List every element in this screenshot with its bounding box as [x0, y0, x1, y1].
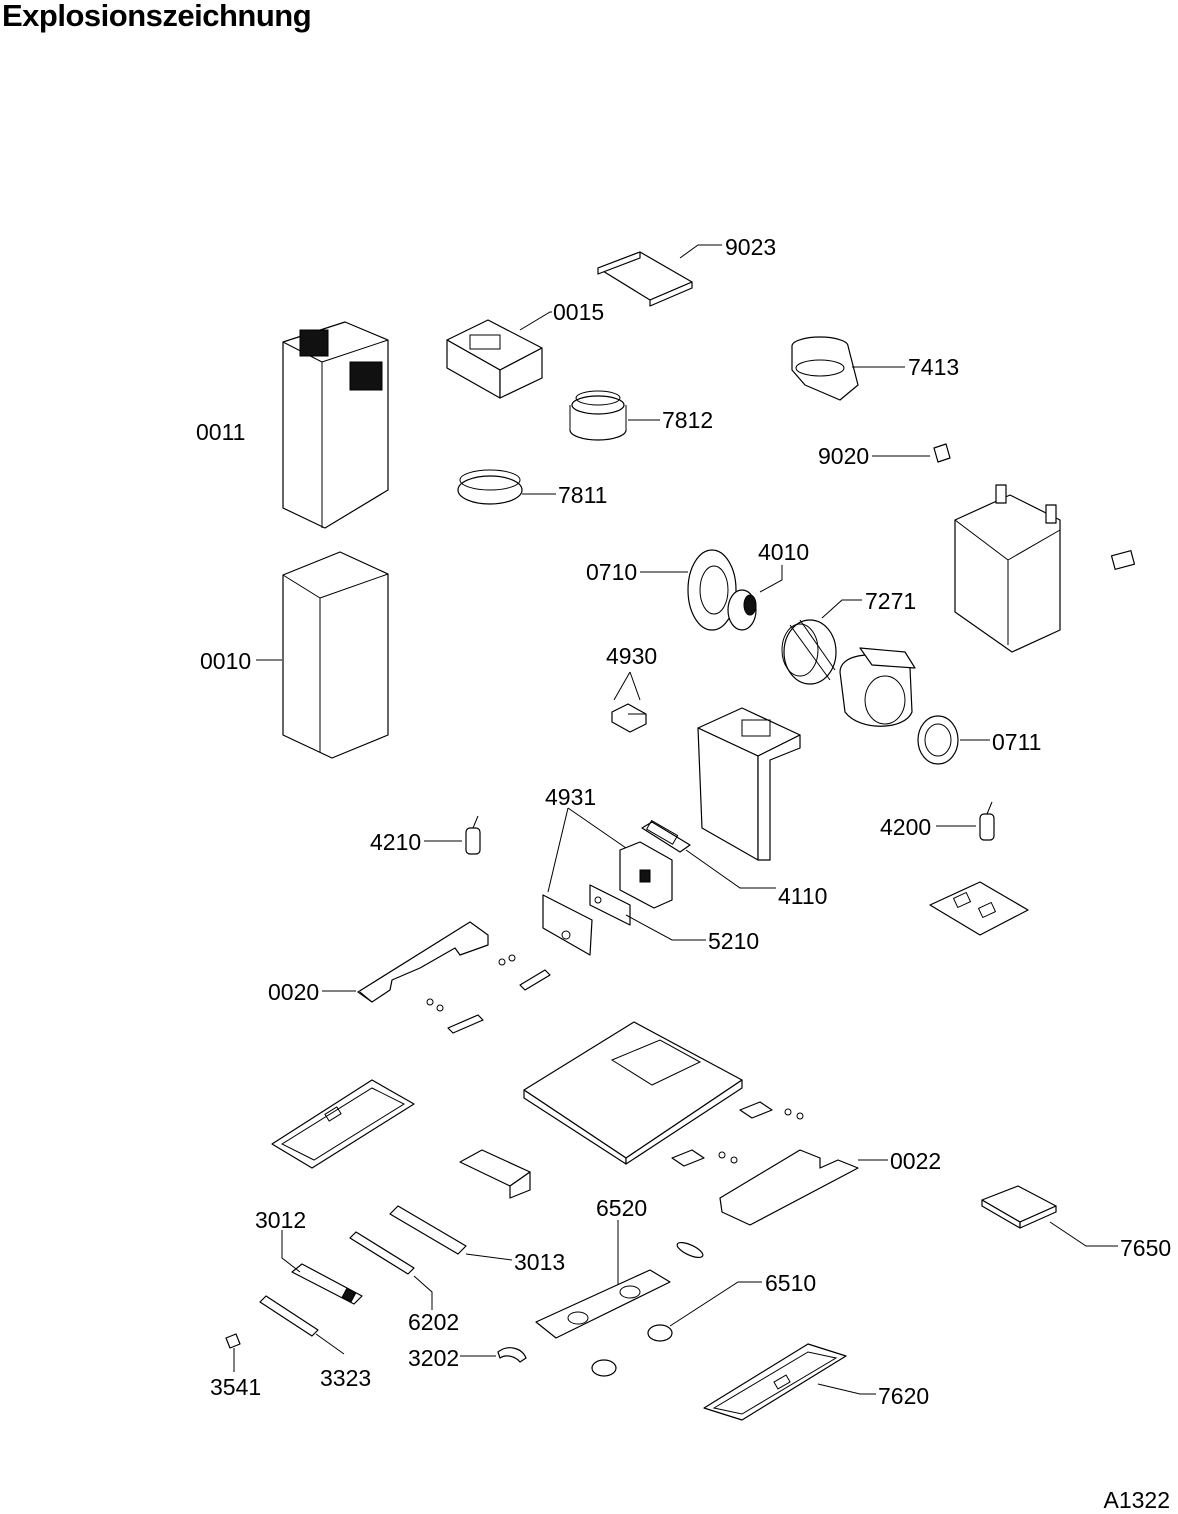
- label-4930: 4930: [606, 643, 657, 669]
- label-4931: 4931: [545, 784, 596, 810]
- drawing-reference: A1322: [1103, 1487, 1170, 1513]
- part-motor-bracket: [697, 707, 801, 861]
- leader-4931: [547, 807, 627, 893]
- part-4200-capacitor: [979, 801, 995, 841]
- page-title: Explosionszeichnung: [2, 0, 312, 33]
- label-6520: 6520: [596, 1195, 647, 1221]
- label-7812: 7812: [662, 407, 713, 433]
- part-0710-plate: [687, 549, 737, 631]
- label-7271: 7271: [865, 588, 916, 614]
- part-filter-frame: [929, 881, 1029, 936]
- label-3012: 3012: [255, 1207, 306, 1233]
- leader-6202: [413, 1275, 433, 1310]
- part-5210-control-board: [542, 884, 631, 956]
- label-7650: 7650: [1120, 1235, 1171, 1261]
- label-0020: 0020: [268, 979, 319, 1005]
- label-0711: 0711: [992, 729, 1041, 755]
- part-4930-relay: [611, 703, 647, 733]
- label-3013: 3013: [514, 1249, 565, 1275]
- part-4931-switch-housing: [619, 841, 673, 909]
- label-0710: 0710: [586, 559, 637, 585]
- part-frame-housing: [954, 484, 1061, 653]
- label-9020: 9020: [818, 443, 869, 469]
- part-grease-filter-left: [271, 1079, 415, 1169]
- leader-4930: [613, 671, 641, 701]
- part-9020-clip: [933, 443, 951, 463]
- label-0022: 0022: [890, 1148, 941, 1174]
- label-4110: 4110: [778, 883, 827, 909]
- label-5210: 5210: [708, 928, 759, 954]
- label-4010: 4010: [758, 539, 809, 565]
- label-0011: 0011: [196, 419, 245, 445]
- part-7413-adapter: [791, 336, 859, 401]
- label-3202: 3202: [408, 1345, 459, 1371]
- part-small-cap: [676, 1241, 704, 1259]
- label-6202: 6202: [408, 1309, 459, 1335]
- part-7812-sleeve: [569, 390, 627, 441]
- part-4110-lamp-holder: [641, 819, 691, 853]
- part-7271-blower-wheel: [781, 619, 837, 685]
- part-4210-capacitor: [465, 815, 481, 855]
- part-7620-grease-filter: [703, 1343, 847, 1421]
- label-9023: 9023: [725, 234, 776, 260]
- part-7811-ring: [457, 469, 523, 505]
- leader-7620: [817, 1383, 876, 1395]
- part-6202-strip: [349, 1231, 415, 1275]
- part-0020-side-plate: [357, 921, 489, 1003]
- label-4210: 4210: [370, 829, 421, 855]
- leader-7650: [1049, 1221, 1118, 1247]
- part-3012-switch: [291, 1263, 363, 1305]
- label-7620: 7620: [878, 1383, 929, 1409]
- part-scroll-housing: [839, 647, 916, 727]
- part-lamp-bracket: [459, 1149, 531, 1199]
- fasteners-upper: [426, 954, 551, 1034]
- label-0010: 0010: [200, 648, 251, 674]
- part-0011-upper-chimney: [282, 321, 389, 529]
- part-6510-lamp: [591, 1324, 673, 1377]
- leader-0015: [519, 311, 552, 331]
- part-small-switch: [1110, 550, 1136, 570]
- part-3541-connector: [225, 1333, 241, 1349]
- leader-3013: [465, 1253, 513, 1261]
- part-0022-side-plate: [671, 1101, 859, 1226]
- leader-3012: [281, 1230, 301, 1273]
- part-3323-switch-strip: [259, 1295, 319, 1337]
- label-7413: 7413: [908, 354, 959, 380]
- part-3202-clip: [497, 1347, 527, 1363]
- part-9023-bracket: [597, 251, 693, 307]
- part-7650-carbon-filter: [981, 1185, 1057, 1229]
- leader-9023: [679, 244, 722, 259]
- part-3013-bar: [389, 1205, 467, 1255]
- label-6510: 6510: [765, 1270, 816, 1296]
- leader-5210: [625, 914, 706, 941]
- leader-3323: [315, 1333, 345, 1355]
- part-0015-box: [446, 319, 543, 399]
- label-3323: 3323: [320, 1365, 371, 1391]
- leader-4110: [685, 849, 776, 889]
- part-0711-grille: [917, 715, 959, 765]
- part-0010-lower-chimney: [282, 551, 389, 759]
- leader-4010: [759, 565, 783, 593]
- leader-7271: [821, 599, 862, 619]
- label-4200: 4200: [880, 814, 931, 840]
- part-hood-body: [523, 1021, 743, 1165]
- label-0015: 0015: [553, 299, 604, 325]
- part-4010-motor: [727, 589, 757, 631]
- leader-6510: [669, 1281, 762, 1327]
- label-7811: 7811: [558, 482, 607, 508]
- part-6520-lamp-plate: [535, 1269, 671, 1339]
- label-3541: 3541: [210, 1374, 261, 1400]
